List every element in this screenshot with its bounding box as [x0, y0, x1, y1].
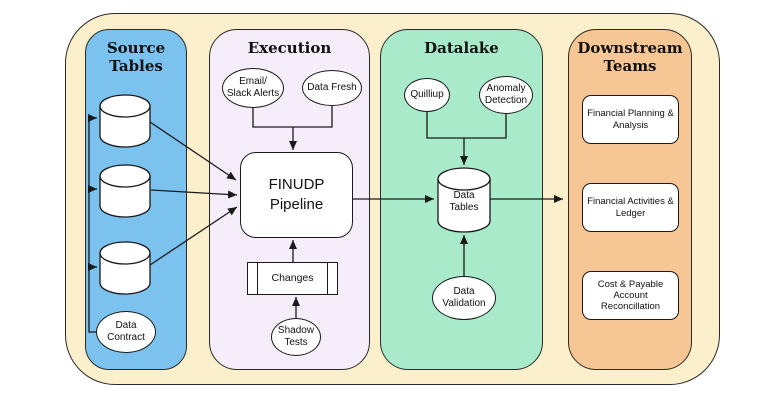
- shadow-tests-node: Shadow Tests: [271, 318, 321, 356]
- team-cost-payable-account-reconcillation: Cost & Payable Account Reconcillation: [582, 271, 679, 320]
- finudp-pipeline-node: FINUDP Pipeline: [240, 152, 353, 238]
- team-financial-activities-ledger: Financial Activities & Ledger: [582, 183, 679, 232]
- source-tables-title: Source Tables: [106, 39, 166, 75]
- email-slack-alerts-node: Email/ Slack Alerts: [222, 68, 284, 108]
- data-tables-label: Data Tables: [449, 190, 479, 213]
- team-financial-planning-analysis: Financial Planning & Analysis: [582, 95, 679, 144]
- datalake-title: Datalake: [424, 39, 499, 57]
- data-contract-node: Data Contract: [96, 311, 156, 353]
- downstream-teams-title: Downstream Teams: [577, 39, 683, 75]
- data-validation-node: Data Validation: [432, 276, 496, 320]
- anomaly-detection-node: Anomaly Detection: [479, 76, 533, 114]
- execution-title: Execution: [247, 39, 332, 57]
- quilliup-node: Quilliup: [404, 78, 450, 112]
- changes-node: Changes: [247, 262, 338, 295]
- data-fresh-node: Data Fresh: [302, 70, 362, 106]
